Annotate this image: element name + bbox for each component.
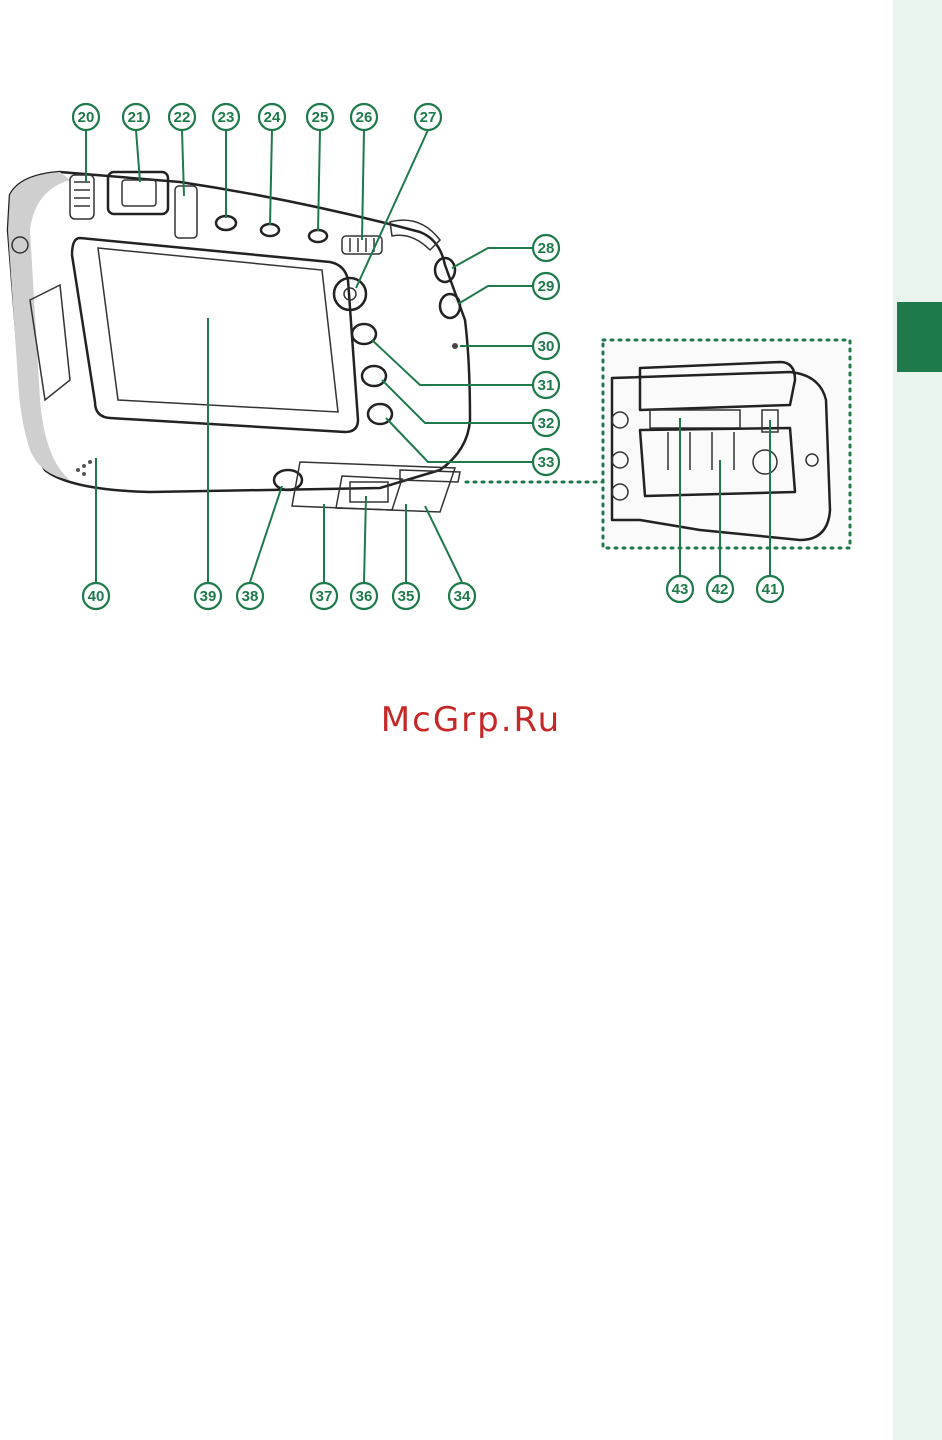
- callout-32: 32: [533, 410, 559, 436]
- callout-number: 31: [538, 377, 555, 394]
- watermark-text: McGrp.Ru: [0, 700, 942, 740]
- callout-number: 26: [356, 109, 373, 126]
- callout-number: 29: [538, 278, 555, 295]
- callout-42: 42: [707, 576, 733, 602]
- callout-number: 20: [78, 109, 95, 126]
- callout-number: 40: [88, 588, 105, 605]
- callout-43: 43: [667, 576, 693, 602]
- callout-number: 39: [200, 588, 217, 605]
- callout-33: 33: [533, 449, 559, 475]
- callout-number: 21: [128, 109, 145, 126]
- battery-chamber-view: [603, 340, 850, 548]
- camera-rear-view: [8, 172, 470, 512]
- callout-number: 27: [420, 109, 437, 126]
- callout-38: 38: [237, 583, 263, 609]
- chapter-tab: [897, 302, 942, 372]
- callout-number: 34: [454, 588, 471, 605]
- callout-35: 35: [393, 583, 419, 609]
- callout-24: 24: [259, 104, 285, 130]
- callout-36: 36: [351, 583, 377, 609]
- callout-number: 32: [538, 415, 555, 432]
- callout-30: 30: [533, 333, 559, 359]
- callout-20: 20: [73, 104, 99, 130]
- callout-number: 37: [316, 588, 333, 605]
- callout-number: 24: [264, 109, 281, 126]
- callout-number: 33: [538, 454, 555, 471]
- callout-number: 28: [538, 240, 555, 257]
- callout-number: 36: [356, 588, 373, 605]
- callout-22: 22: [169, 104, 195, 130]
- callout-number: 22: [174, 109, 191, 126]
- callout-34: 34: [449, 583, 475, 609]
- callout-21: 21: [123, 104, 149, 130]
- callout-number: 41: [762, 581, 779, 598]
- callout-37: 37: [311, 583, 337, 609]
- callout-number: 38: [242, 588, 259, 605]
- callout-number: 35: [398, 588, 415, 605]
- callout-number: 30: [538, 338, 555, 355]
- callout-41: 41: [757, 576, 783, 602]
- callout-number: 43: [672, 581, 689, 598]
- callout-26: 26: [351, 104, 377, 130]
- callout-number: 23: [218, 109, 235, 126]
- callout-39: 39: [195, 583, 221, 609]
- callout-27: 27: [415, 104, 441, 130]
- callout-23: 23: [213, 104, 239, 130]
- callout-number: 42: [712, 581, 729, 598]
- camera-parts-diagram: 20 21 22 23 24 25 26 27 28 29 30 31 32 33 34 35 36 37 38 39…: [0, 0, 893, 640]
- callout-25: 25: [307, 104, 333, 130]
- callout-28: 28: [533, 235, 559, 261]
- callout-40: 40: [83, 583, 109, 609]
- callout-number: 25: [312, 109, 329, 126]
- callout-29: 29: [533, 273, 559, 299]
- callout-31: 31: [533, 372, 559, 398]
